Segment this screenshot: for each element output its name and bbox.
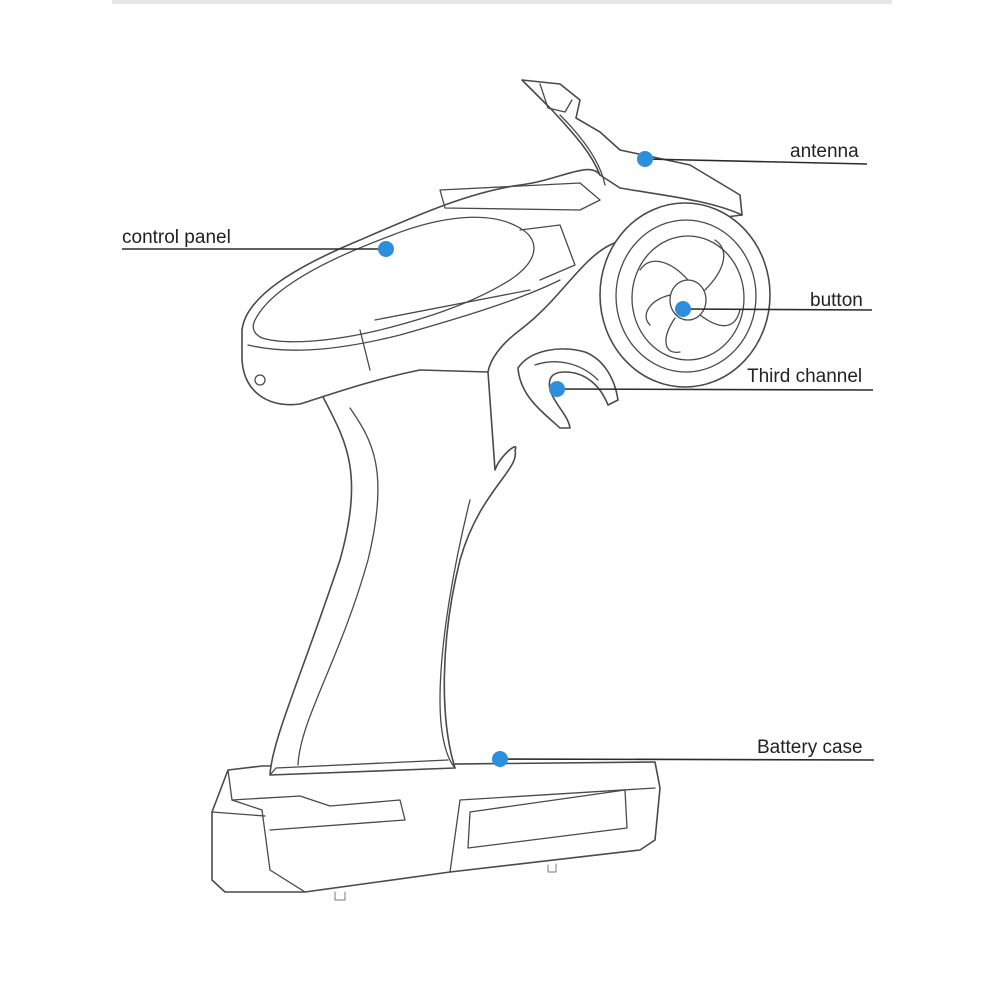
- trigger: [517, 348, 619, 429]
- leader-button: [682, 308, 873, 311]
- label-third-channel: Third channel: [747, 366, 863, 387]
- battery-base: [211, 761, 661, 901]
- top-divider: [112, 0, 892, 4]
- marker-third-channel: [549, 381, 565, 397]
- leader-third-channel: [556, 388, 874, 391]
- label-button: button: [810, 290, 863, 311]
- marker-antenna: [637, 151, 653, 167]
- grip: [269, 359, 517, 776]
- marker-control-panel: [378, 241, 394, 257]
- label-antenna: antenna: [790, 141, 859, 162]
- leader-antenna: [644, 158, 868, 165]
- marker-button: [675, 301, 691, 317]
- steering-wheel: [599, 202, 771, 388]
- antenna-part: [521, 79, 743, 216]
- marker-battery-case: [492, 751, 508, 767]
- label-battery-case: Battery case: [757, 737, 863, 758]
- leader-battery-case: [499, 758, 875, 761]
- label-control-panel: control panel: [122, 227, 231, 248]
